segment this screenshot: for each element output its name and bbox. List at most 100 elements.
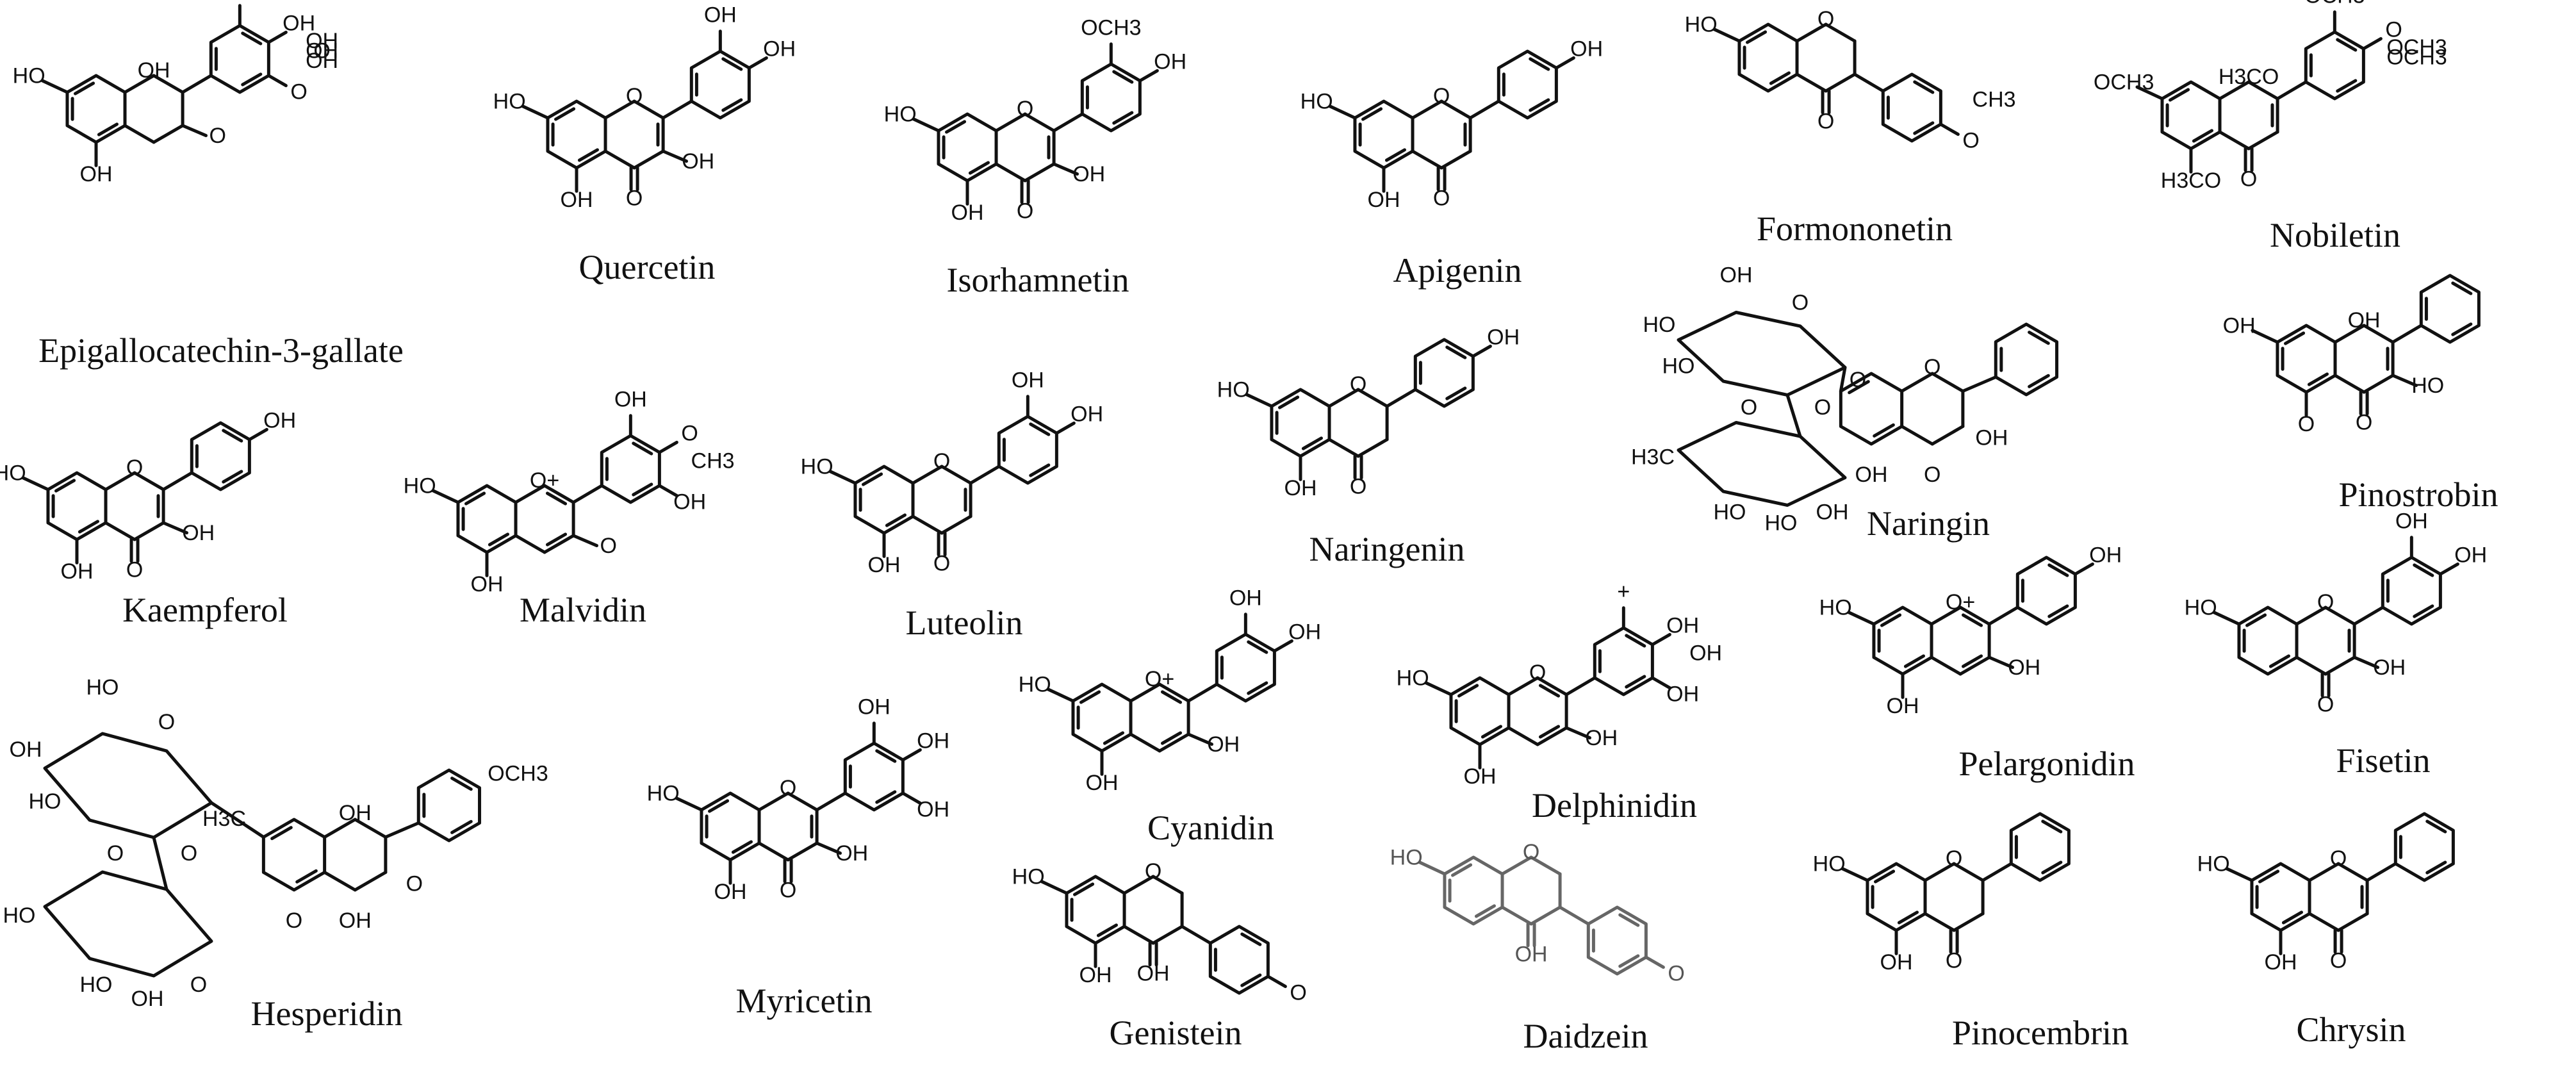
hesperidin-atom-3: O (158, 710, 175, 734)
pelargonidin-atom-3: OH (2008, 655, 2040, 680)
pinostrobin-atom-o1: OH (2348, 308, 2381, 333)
pinocembrin-label: Pinocembrin (1952, 1014, 2129, 1052)
hesperidin-atom-5: O (181, 841, 197, 866)
hesperidin-label: Hesperidin (251, 994, 403, 1033)
delphinidin-atom-o1: O (1529, 661, 1546, 685)
fisetin-atom-7: HO (2185, 596, 2217, 620)
luteolin-atom-5: OH (868, 553, 901, 577)
genistein-atom-o1: O (1145, 859, 1161, 884)
hesperidin-atom-15: OCH3 (488, 761, 548, 786)
kaempferol-label: Kaempferol (122, 591, 288, 629)
naringin-atom-9: HO (1765, 511, 1798, 536)
kaempferol-atom-o1: O (126, 456, 143, 480)
luteolin-atom-o1: O (933, 449, 950, 473)
hesperidin-atom-8: HO (80, 973, 113, 997)
chrysin-atom-o1: O (2330, 846, 2347, 871)
naringin-atom-14: O (1924, 463, 1940, 487)
egcg-label: Epigallocatechin-3-gallate (38, 331, 404, 370)
nobiletin-atom-b0: OCH3 (2304, 0, 2365, 8)
malvidin-atom-b1: O (681, 422, 698, 446)
pelargonidin-atom-5: OH (1887, 694, 1919, 718)
nobiletin-atom-4: O (2240, 167, 2257, 191)
hesperidin-atom-7: HO (3, 903, 36, 928)
genistein-atom-4: OH (1137, 961, 1170, 985)
isorhamnetin-atom-o1: O (1017, 97, 1033, 121)
daidzein-atom-7: HO (1390, 846, 1423, 870)
isorhamnetin-atom-4: O (1017, 199, 1033, 223)
egcg-atom-o1: OH (138, 58, 170, 83)
kaempferol-atom-b0: OH (263, 409, 296, 433)
isorhamnetin-atom-5: OH (951, 201, 984, 225)
naringin-atom-2: HO (1662, 354, 1695, 378)
malvidin-atom-7: HO (404, 474, 436, 498)
hesperidin-atom-11: O (406, 871, 423, 896)
delphinidin-atom-5: OH (1464, 764, 1497, 789)
hesperidin-atom-12: OH (339, 801, 372, 825)
fisetin-atom-o1: O (2317, 590, 2334, 614)
egcg-atom-b0: OH (224, 0, 256, 1)
pinocembrin-atom-o1: O (1946, 846, 1962, 871)
nobiletin-atom-b1: O (2385, 18, 2402, 42)
myricetin-atom-4: O (780, 878, 796, 902)
naringin-atom-1: HO (1643, 313, 1676, 337)
naringin-atom-5: O (1814, 395, 1831, 420)
myricetin-atom-b0: OH (858, 695, 890, 719)
naringenin-atom-o1: O (1350, 372, 1366, 397)
quercetin-atom-5: OH (561, 188, 593, 212)
kaempferol-atom-4: O (126, 557, 143, 582)
hesperidin-atom-4: H3C (202, 807, 246, 831)
cyanidin-label: Cyanidin (1147, 809, 1274, 847)
hesperidin-atom-6: O (107, 841, 124, 866)
daidzein-atom-o1: O (1523, 840, 1539, 864)
luteolin-label: Luteolin (906, 604, 1023, 642)
cyanidin-atom-3: OH (1207, 732, 1240, 757)
nobiletin-atom-7: OCH3 (2094, 70, 2154, 95)
hesperidin-atom-1: OH (10, 737, 42, 762)
naringenin-atom-4: O (1350, 474, 1366, 498)
egcg-atom-b2: O (290, 79, 307, 104)
myricetin-atom-3: OH (835, 841, 868, 866)
hesperidin-atom-2: HO (29, 789, 62, 814)
formononetin-atom-x5: CH3 (1973, 88, 2016, 112)
delphinidin-atom-b0: + (1617, 579, 1630, 604)
chrysin-atom-7: HO (2197, 852, 2230, 877)
isorhamnetin-atom-7: HO (884, 103, 917, 127)
malvidin-atom-o1: O+ (530, 468, 559, 493)
naringin-label: Naringin (1867, 504, 1990, 543)
fisetin-atom-4: O (2317, 692, 2334, 716)
naringenin-atom-5: OH (1284, 476, 1317, 500)
cyanidin-atom-o1: O+ (1145, 667, 1174, 691)
fisetin-atom-3: OH (2373, 655, 2406, 680)
quercetin-atom-b1: OH (763, 37, 796, 62)
hesperidin-atom-10: O (190, 973, 207, 997)
egcg-atom-x9: OH (306, 49, 338, 73)
apigenin-atom-b0: OH (1570, 37, 1603, 62)
apigenin-atom-4: O (1433, 186, 1450, 210)
cyanidin-atom-b1: OH (1288, 620, 1321, 645)
myricetin-atom-b1: OH (917, 729, 949, 753)
delphinidin-atom-x8: OH (1689, 641, 1722, 666)
nobiletin-structure: OCH3H3COH3COOCH3OOOCH3OCH3 (2094, 0, 2447, 193)
formononetin-atom-7: HO (1685, 13, 1718, 37)
egcg-structure: HOOHOHOHOHOOOOHOHOH (13, 0, 338, 186)
fisetin-atom-b0: OH (2395, 509, 2428, 533)
pelargonidin-atom-b0: OH (2089, 543, 2122, 568)
malvidin-atom-x8: CH3 (691, 449, 735, 473)
formononetin-atom-b0: O (1962, 128, 1979, 152)
cyanidin-atom-7: HO (1019, 673, 1051, 697)
apigenin-label: Apigenin (1393, 251, 1522, 290)
